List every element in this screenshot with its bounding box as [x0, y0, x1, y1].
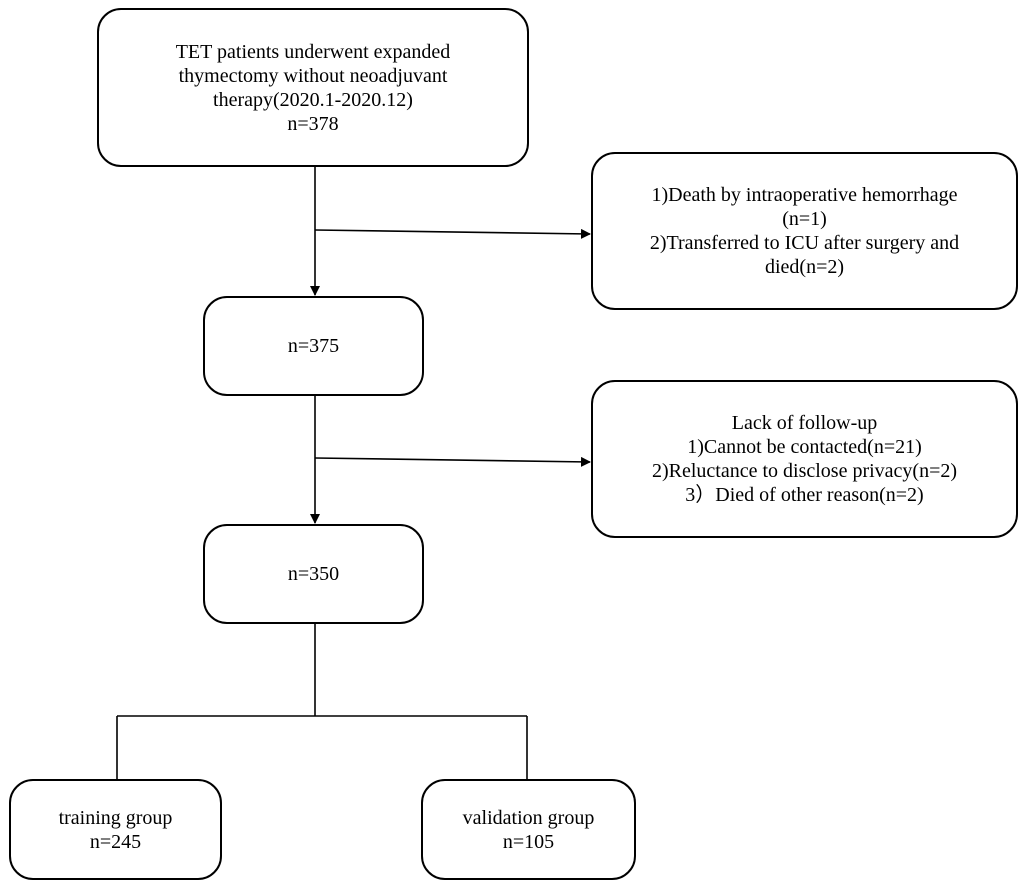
- start-line-3: therapy(2020.1-2020.12): [213, 88, 413, 111]
- exclusion-2-line-4: 3）Died of other reason(n=2): [685, 484, 924, 506]
- exclusion-box-2: Lack of follow-up 1)Cannot be contacted(…: [591, 380, 1018, 538]
- start-count: n=378: [287, 112, 339, 135]
- exclusion-2-line-3: 2)Reluctance to disclose privacy(n=2): [651, 460, 958, 482]
- step-2-count: n=375: [287, 335, 340, 357]
- step-box-n375: n=375: [203, 296, 424, 396]
- start-box: TET patients underwent expanded thymecto…: [97, 8, 529, 167]
- exclusion-box-1: 1)Death by intraoperative hemorrhage (n=…: [591, 152, 1018, 310]
- training-group-count: n=245: [89, 830, 142, 853]
- exclusion-2-line-1: Lack of follow-up: [731, 412, 878, 434]
- start-line-2: thymectomy without neoadjuvant: [178, 64, 448, 87]
- start-line-1: TET patients underwent expanded: [175, 40, 451, 63]
- step-box-n350: n=350: [203, 524, 424, 624]
- arrow-to-exclusion-2: [314, 456, 591, 467]
- exclusion-1-line-2: (n=1): [782, 208, 827, 230]
- exclusion-1-line-3: 2)Transferred to ICU after surgery and: [649, 232, 960, 254]
- validation-group-label: validation group: [462, 806, 595, 829]
- exclusion-1-line-1: 1)Death by intraoperative hemorrhage: [651, 184, 958, 206]
- validation-group-box: validation group n=105: [421, 779, 636, 880]
- exclusion-2-line-2: 1)Cannot be contacted(n=21): [687, 436, 922, 458]
- validation-group-count: n=105: [502, 830, 555, 853]
- arrow-to-exclusion-1: [314, 228, 591, 239]
- exclusion-1-line-4: died(n=2): [764, 256, 845, 278]
- training-group-label: training group: [58, 806, 173, 829]
- step-3-count: n=350: [287, 563, 340, 585]
- training-group-box: training group n=245: [9, 779, 222, 880]
